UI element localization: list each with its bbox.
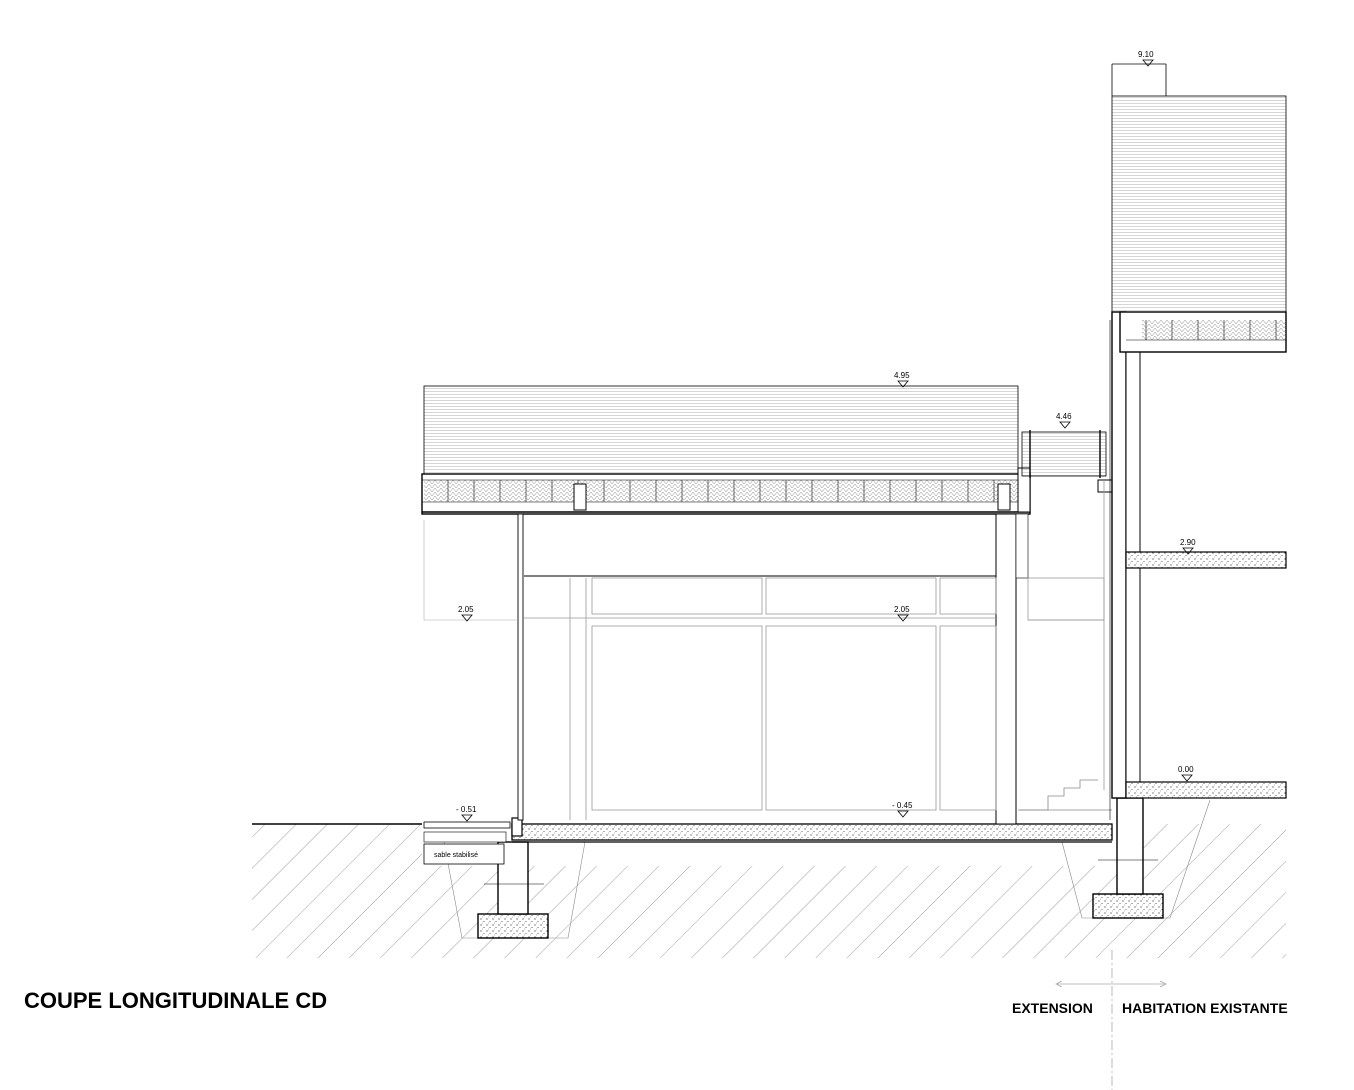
floor-slab [423, 817, 1113, 865]
level-9-10: 9.10 [1138, 50, 1154, 67]
level-label: - 0.51 [456, 805, 477, 814]
gutter-element [1021, 430, 1115, 493]
level-2-05-left: 2.05 [458, 605, 474, 622]
zone-separator [1055, 950, 1167, 1090]
level-label: 2.05 [894, 605, 910, 614]
drawing-title: COUPE LONGITUDINALE CD [24, 988, 328, 1013]
glazing-frames [524, 480, 1105, 820]
level-minus-0-45: - 0.45 [892, 801, 913, 818]
guide-lines [423, 520, 518, 621]
level-4-95: 4.95 [894, 371, 910, 388]
level-label: 4.95 [894, 371, 910, 380]
level-label: 0.00 [1178, 765, 1194, 774]
extension-walls [517, 513, 1029, 825]
level-0-00: 0.00 [1178, 765, 1194, 782]
existing-house [1109, 63, 1287, 820]
level-label: 2.05 [458, 605, 474, 614]
steps [1018, 779, 1112, 811]
level-label: 2.90 [1180, 538, 1196, 547]
footings [477, 797, 1164, 939]
extension-roof [421, 385, 1031, 515]
level-minus-0-51: - 0.51 [456, 805, 477, 822]
level-2-05-center: 2.05 [894, 605, 910, 622]
level-markers: 9.10 4.95 4.46 2.90 2.05 2.05 0.00 - 0. [456, 50, 1196, 822]
sand-label: sable stabilisé [434, 852, 478, 859]
zone-label-existing-house: HABITATION EXISTANTE [1122, 1000, 1288, 1016]
zone-label-extension: EXTENSION [1012, 1000, 1093, 1016]
level-label: - 0.45 [892, 801, 913, 810]
level-2-90: 2.90 [1180, 538, 1196, 555]
level-label: 4.46 [1056, 412, 1072, 421]
level-label: 9.10 [1138, 50, 1154, 59]
level-4-46: 4.46 [1056, 412, 1072, 429]
